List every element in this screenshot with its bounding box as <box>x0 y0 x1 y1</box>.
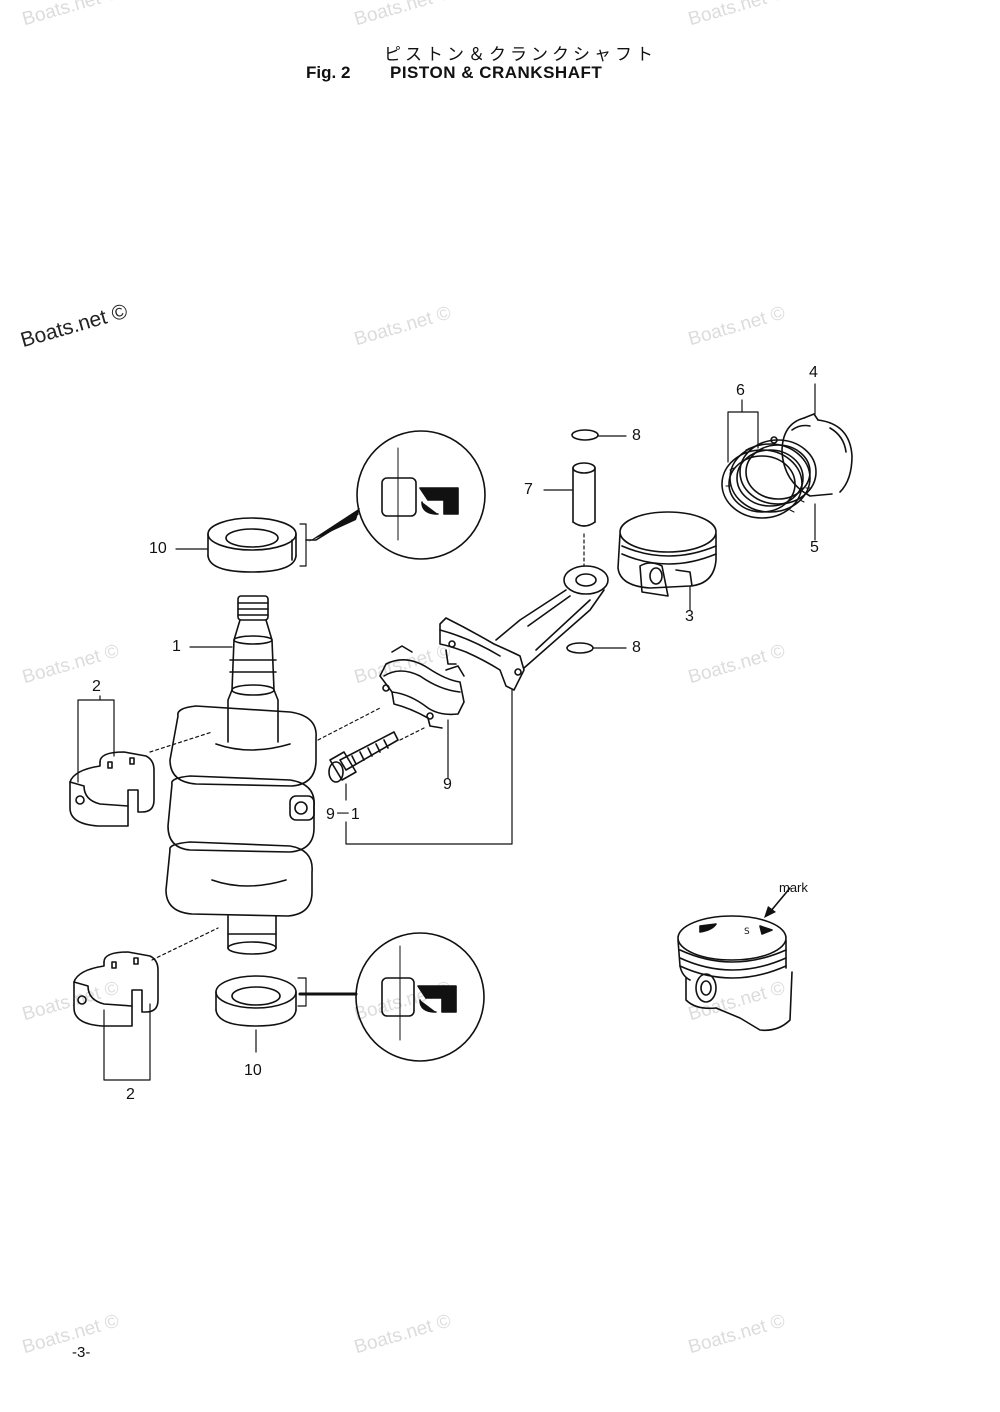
leader-lines <box>77 383 816 1081</box>
callout-2-lower: 2 <box>126 1086 135 1103</box>
circlip-lower <box>566 642 594 654</box>
callout-10-upper: 10 <box>149 540 167 557</box>
piston-rings <box>721 439 817 519</box>
oil-seal-lower <box>215 975 297 1027</box>
con-rod-bolt <box>328 731 399 783</box>
page-number: -3- <box>72 1344 91 1361</box>
main-bearing-lower <box>73 951 159 1027</box>
seal-detail-upper <box>305 430 486 560</box>
svg-text:S: S <box>744 927 750 937</box>
seal-detail-lower <box>298 932 485 1062</box>
figure-number: Fig. 2 <box>306 63 351 82</box>
callout-7: 7 <box>524 481 533 498</box>
connecting-rod <box>439 565 609 691</box>
crankshaft-drawing <box>165 595 317 955</box>
callout-3: 3 <box>685 608 694 625</box>
callout-10-lower: 10 <box>244 1062 262 1079</box>
circlip-upper <box>571 429 599 441</box>
callout-6: 6 <box>736 382 745 399</box>
callout-5: 5 <box>810 539 819 556</box>
oil-seal-upper <box>207 517 297 573</box>
callout-2-upper: 2 <box>92 678 101 695</box>
japanese-title: ピストン＆クランクシャフト <box>384 45 657 65</box>
expander-ring <box>770 413 853 497</box>
callout-8-lower: 8 <box>632 639 641 656</box>
piston-pin <box>572 462 596 527</box>
piston <box>617 511 717 597</box>
callout-9-1: 9－1 <box>326 806 360 823</box>
callout-1: 1 <box>172 638 181 655</box>
con-rod-cap <box>379 645 465 729</box>
main-bearing-upper <box>69 751 155 827</box>
mark-label: mark <box>779 880 808 895</box>
callout-8-upper: 8 <box>632 427 641 444</box>
reference-piston: S <box>677 887 793 1032</box>
callout-9: 9 <box>443 776 452 793</box>
callout-4: 4 <box>809 364 818 381</box>
figure-title: PISTON & CRANKSHAFT <box>390 63 603 82</box>
